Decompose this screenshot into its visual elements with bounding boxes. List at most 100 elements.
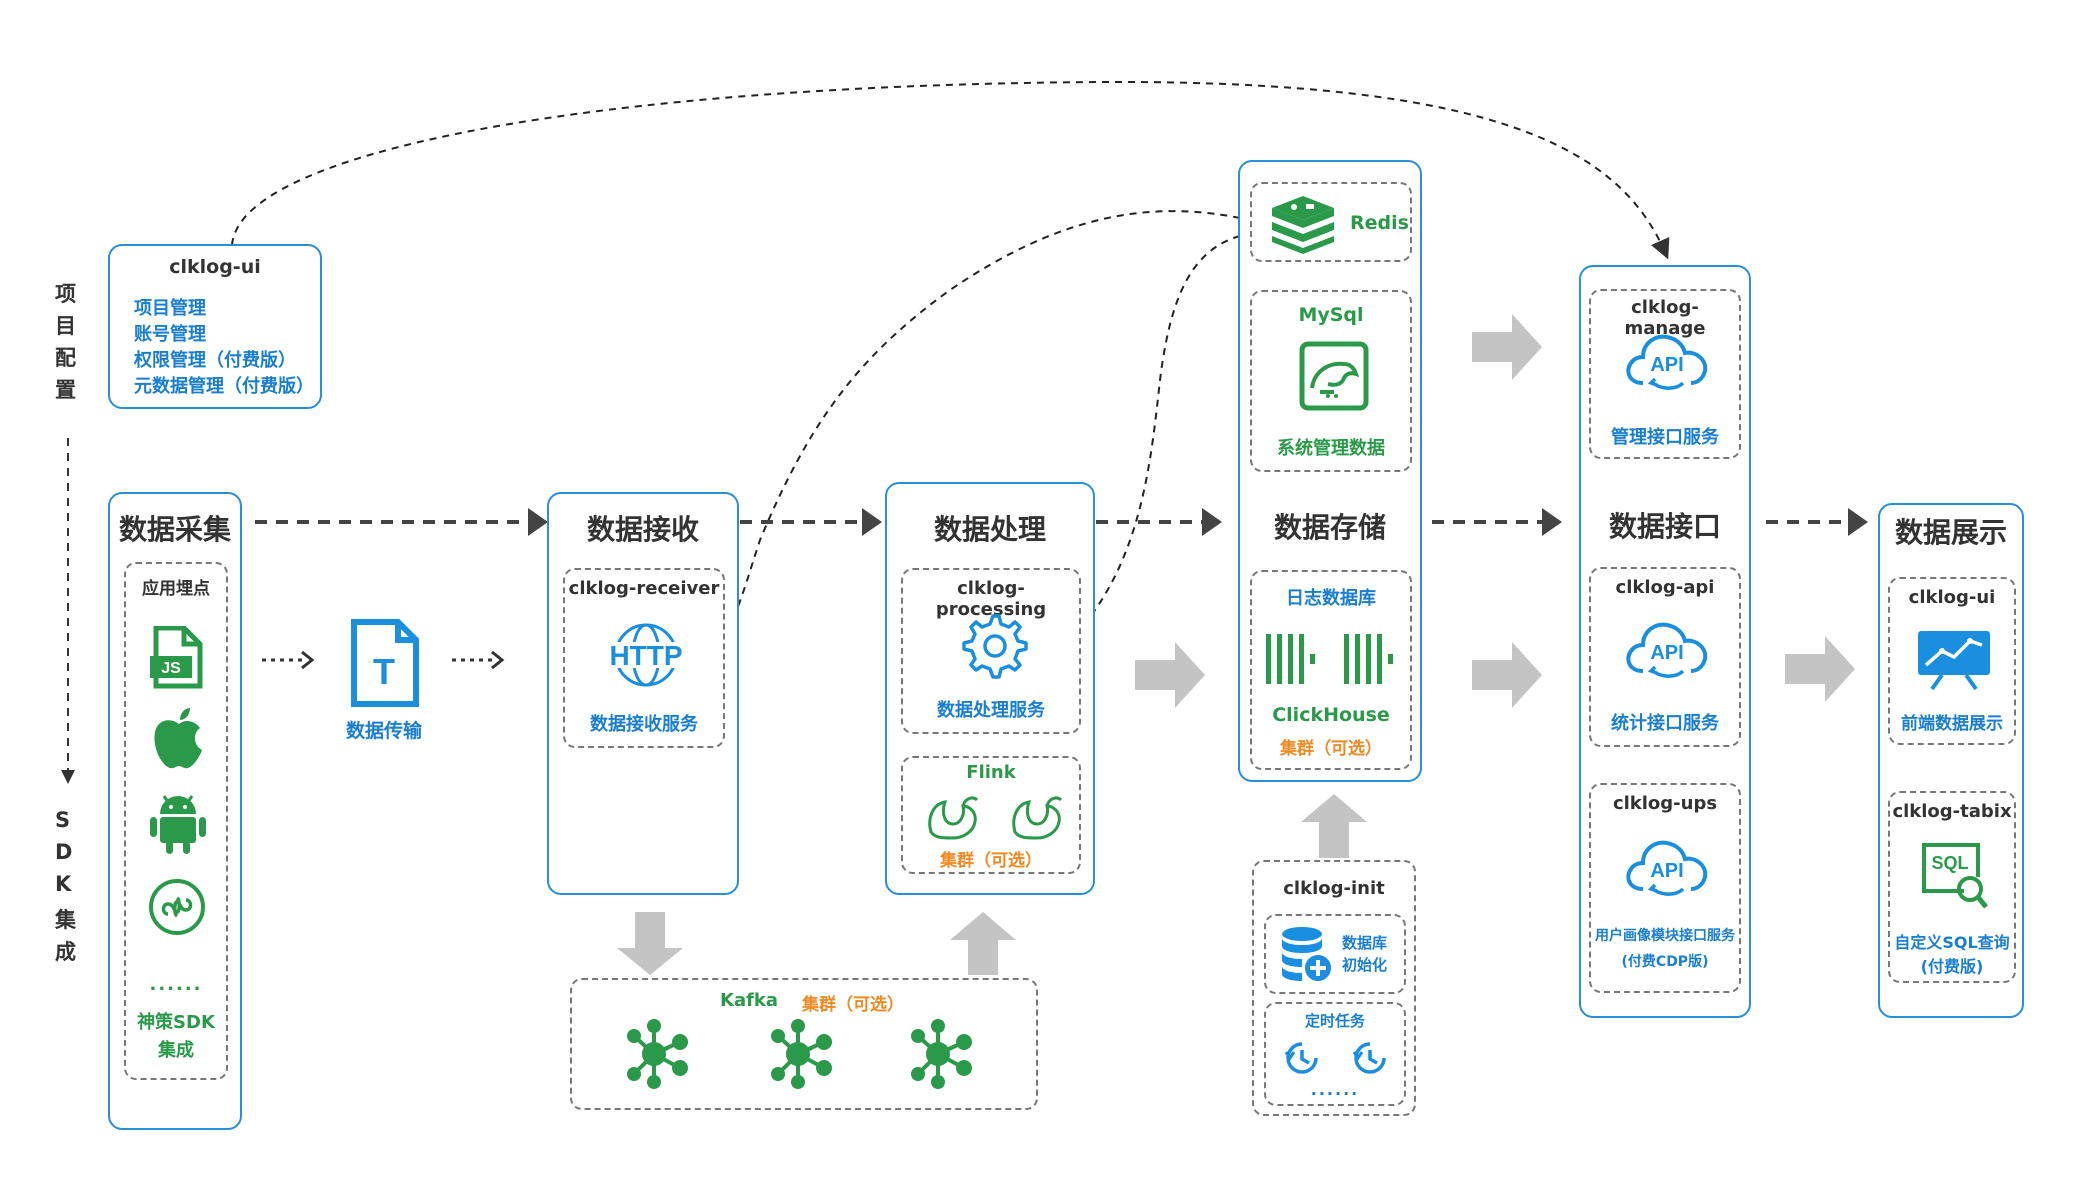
sql-icon-text: SQL	[1931, 853, 1968, 873]
manage-module-title: clklog-manage	[1624, 297, 1706, 339]
db-init-box: 数据库 初始化	[1264, 914, 1406, 994]
kafka-title: Kafka	[720, 990, 779, 1011]
transfer-file-icon: T	[351, 619, 419, 707]
processing-module-title: clklog-processing	[935, 578, 1047, 620]
flink-title: Flink	[966, 762, 1016, 783]
clock-icon	[1352, 1042, 1386, 1074]
receiver-label: 数据接收服务	[590, 714, 698, 735]
log-db-title: 日志数据库	[1286, 588, 1376, 609]
api-box: clklog-manage API 管理接口服务 数据接口 clklog-api…	[1579, 265, 1751, 1018]
api-icon-text: API	[1650, 354, 1683, 376]
js-file-icon: JS	[150, 626, 203, 689]
tabix-label-2: (付费版)	[1920, 957, 1984, 976]
api-module-box: clklog-api API 统计接口服务	[1589, 567, 1741, 747]
config-item: 项目管理	[134, 298, 206, 319]
side-label-project-config: 项 目 配 置	[55, 278, 83, 406]
side-char: 置	[55, 378, 76, 402]
storage-title: 数据存储	[1273, 511, 1386, 544]
process-box: 数据处理 clklog-processing 数据处理服务 Flink 集群（可…	[885, 482, 1095, 895]
storage-box: Redis MySql 系统管理数据 数据存储 日志数据库 ClickHouse…	[1238, 160, 1422, 782]
side-char: D	[55, 840, 73, 864]
display-ui-module-title: clklog-ui	[1908, 587, 1996, 608]
api-icon-text: API	[1650, 860, 1683, 882]
config-item: 元数据管理（付费版）	[134, 376, 314, 397]
apple-icon	[154, 708, 202, 769]
ups-label-1: 用户画像模块接口服务	[1595, 928, 1735, 944]
side-label-sdk-integration: S D K 集 成	[55, 808, 83, 968]
kafka-box: Kafka 集群（可选）	[570, 978, 1038, 1110]
cron-box: 定时任务 ......	[1264, 1002, 1406, 1106]
transfer-icon-letter: T	[373, 651, 395, 692]
ups-module-title: clklog-ups	[1612, 793, 1718, 814]
redis-box: Redis	[1250, 182, 1412, 262]
api-cloud-icon: API	[1626, 334, 1708, 390]
flink-squirrel-icon	[1012, 796, 1063, 840]
config-item: 权限管理（付费版）	[134, 350, 296, 371]
side-char: K	[55, 872, 72, 896]
dashboard-screen-icon	[1918, 631, 1990, 691]
api-module-title: clklog-api	[1615, 577, 1715, 598]
receiver-module-title: clklog-receiver	[568, 578, 720, 599]
main-flow-arrows	[255, 508, 1868, 536]
clklog-ui-config-title: clklog-ui	[169, 256, 261, 278]
sdk-label-1: 神策SDK	[137, 1012, 215, 1033]
collect-box: 数据采集 应用埋点 JS	[108, 492, 242, 1130]
tabix-box: clklog-tabix SQL 自定义SQL查询 (付费版)	[1888, 791, 2016, 983]
flink-squirrel-icon	[928, 796, 979, 840]
side-char: S	[55, 808, 71, 832]
display-title: 数据展示	[1894, 516, 2007, 549]
cron-more-dots: ......	[1310, 1080, 1360, 1099]
tabix-module-title: clklog-tabix	[1892, 801, 2012, 822]
redis-icon	[1272, 196, 1334, 254]
display-box: 数据展示 clklog-ui 前端数据展示 clklog-tabix SQL 自…	[1878, 503, 2024, 1018]
http-icon-text: HTTP	[609, 640, 682, 671]
config-item: 账号管理	[134, 324, 206, 345]
api-cloud-icon: API	[1626, 622, 1708, 678]
clickhouse-cluster-label: 集群（可选）	[1280, 739, 1382, 759]
ups-label-2: (付费CDP版)	[1621, 954, 1709, 970]
side-char: 目	[55, 314, 76, 338]
side-char: 项	[55, 282, 76, 306]
sdk-label-2: 集成	[158, 1040, 194, 1061]
flink-box: Flink 集群（可选）	[901, 756, 1081, 874]
database-add-icon	[1282, 927, 1333, 983]
mini-program-icon	[149, 879, 205, 935]
collect-title: 数据采集	[118, 513, 231, 546]
log-db-box: 日志数据库 ClickHouse 集群（可选）	[1250, 570, 1412, 770]
clock-icon	[1284, 1042, 1318, 1074]
processing-label: 数据处理服务	[937, 700, 1045, 721]
side-char: 集	[55, 908, 76, 932]
gear-icon	[962, 614, 1028, 679]
receive-title: 数据接收	[586, 513, 699, 546]
mysql-box: MySql 系统管理数据	[1250, 290, 1412, 472]
receiver-module-box: clklog-receiver HTTP 数据接收服务	[563, 568, 725, 748]
kafka-node-icon	[911, 1019, 972, 1089]
api-title: 数据接口	[1608, 510, 1721, 543]
processing-module-box: clklog-processing 数据处理服务	[901, 568, 1081, 734]
http-globe-icon: HTTP	[601, 623, 691, 687]
collect-more-dots: ......	[149, 974, 203, 995]
side-char: 成	[55, 940, 76, 964]
mysql-label: 系统管理数据	[1277, 438, 1385, 459]
js-badge-text: JS	[161, 660, 181, 677]
clklog-ui-config-box: clklog-ui 项目管理 账号管理 权限管理（付费版） 元数据管理（付费版）	[108, 244, 322, 409]
curve-ui-to-manage	[231, 80, 1670, 260]
receive-box: 数据接收 clklog-receiver HTTP 数据接收服务	[547, 492, 739, 895]
db-init-label-1: 数据库	[1342, 934, 1388, 952]
kafka-node-icon	[771, 1019, 832, 1089]
grey-block-arrows	[617, 314, 1855, 975]
config-items: 项目管理 账号管理 权限管理（付费版） 元数据管理（付费版）	[134, 294, 314, 398]
display-ui-box: clklog-ui 前端数据展示	[1888, 577, 2016, 745]
api-cloud-icon: API	[1626, 840, 1708, 896]
clickhouse-icon	[1266, 634, 1393, 684]
cron-title: 定时任务	[1304, 1012, 1365, 1030]
process-title: 数据处理	[933, 513, 1046, 546]
api-icon-text: API	[1650, 642, 1683, 664]
curve-redis-to-processing	[1049, 235, 1241, 661]
db-init-label-2: 初始化	[1342, 956, 1388, 974]
ups-module-box: clklog-ups API 用户画像模块接口服务 (付费CDP版)	[1589, 783, 1741, 993]
init-box: clklog-init 数据库 初始化 定时任务 ......	[1252, 860, 1416, 1116]
curve-redis-to-receiver	[687, 210, 1241, 666]
collect-inner-box: 应用埋点 JS ......	[124, 562, 228, 1080]
manage-module-box: clklog-manage API 管理接口服务	[1589, 289, 1741, 459]
